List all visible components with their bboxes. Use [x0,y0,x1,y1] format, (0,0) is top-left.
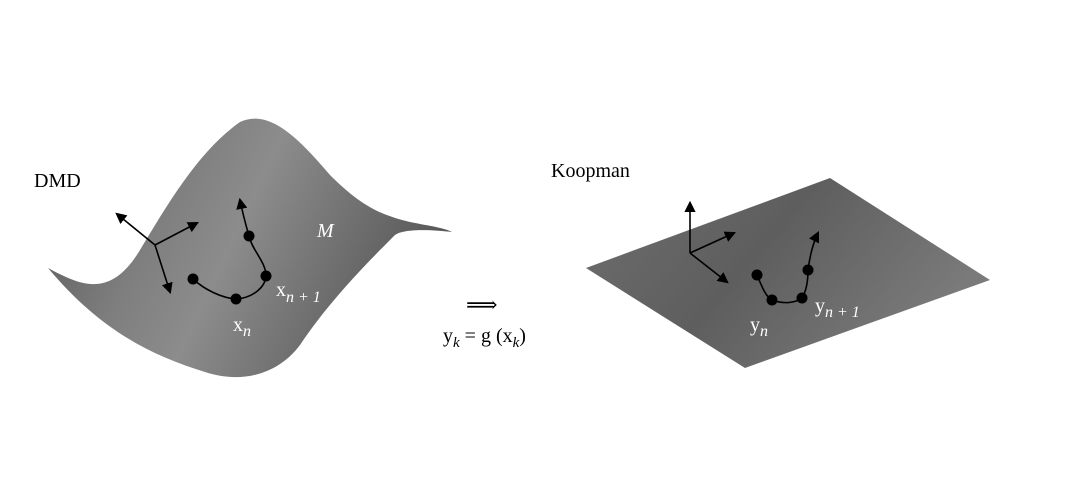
lifting-equation: yk = g (xk) [443,325,526,351]
xn1-label: xn + 1 [276,279,321,306]
left-point-xn1 [260,270,272,282]
left-coordinate-frame [115,212,199,295]
manifold-label: M [316,220,335,242]
yn-label: yn [750,314,768,340]
implies-arrow: ⟹ [466,292,498,317]
yn1-label: yn + 1 [815,295,860,321]
koopman-plane [586,178,990,368]
left-point-1 [187,273,199,285]
right-point-yn1 [796,292,808,304]
dmd-title: DMD [34,170,81,192]
left-panel: DMD M xn xn + 1 [34,118,452,378]
right-point-1 [751,269,763,281]
right-panel: Koopman yn yn + 1 [551,160,990,368]
right-coordinate-frame [684,200,737,284]
xn-label: xn [233,314,251,340]
right-point-4 [802,264,814,276]
manifold-surface [48,118,452,378]
right-point-yn [766,294,778,306]
center-transform: ⟹ yk = g (xk) [443,292,526,351]
left-point-4 [243,230,255,242]
koopman-title: Koopman [551,160,630,182]
left-point-xn [230,293,242,305]
